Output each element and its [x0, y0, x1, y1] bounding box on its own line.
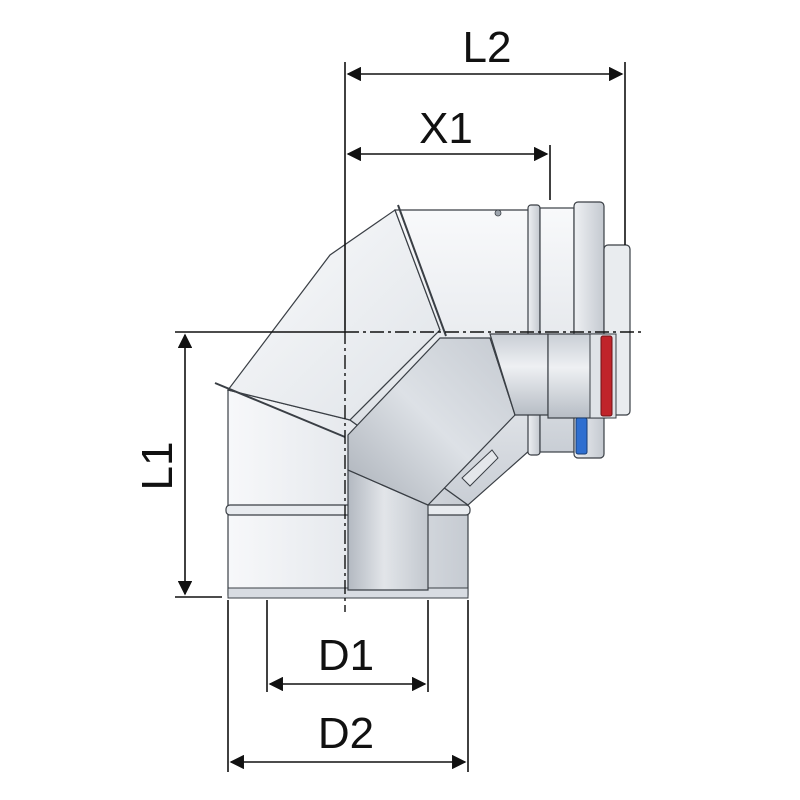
socket-ring-1 — [527, 204, 541, 456]
label-d2: D2 — [318, 709, 374, 758]
label-l2: L2 — [463, 23, 512, 72]
red-seal — [600, 335, 613, 417]
label-d1: D1 — [318, 631, 374, 680]
dimension-labels: L2 X1 L1 D1 D2 — [133, 23, 511, 758]
seam-line-upper — [397, 204, 447, 337]
spacer-clip — [461, 449, 499, 487]
center-lines — [344, 330, 645, 612]
blue-seal — [575, 417, 588, 455]
dimensions — [175, 62, 626, 772]
label-l1: L1 — [133, 442, 182, 491]
inner-seam-2 — [489, 337, 516, 416]
label-x1: X1 — [419, 104, 473, 153]
rivet — [494, 209, 502, 217]
inner-pipe — [347, 333, 617, 591]
inner-seam — [347, 469, 429, 506]
seam-line-lower — [214, 382, 346, 438]
